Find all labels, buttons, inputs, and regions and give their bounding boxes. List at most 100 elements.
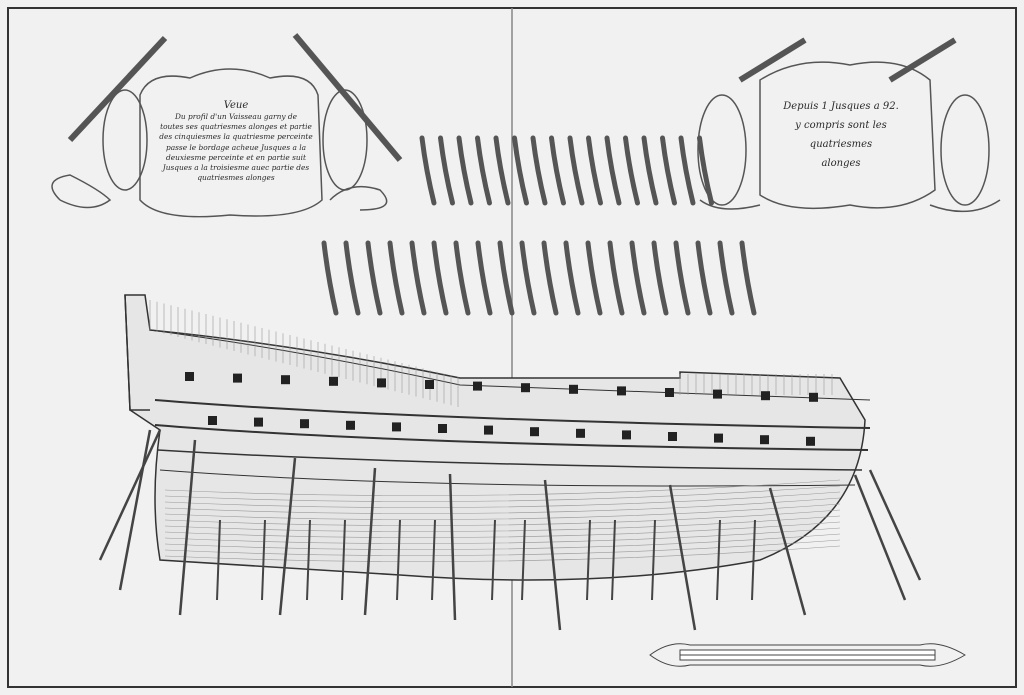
rib-timber: [604, 135, 622, 206]
gun-port: [576, 428, 585, 438]
gun-port: [300, 419, 309, 429]
shore-post: [668, 484, 697, 631]
shore-post: [491, 519, 496, 601]
cartouche-line: toutes ses quatriesmes alonges et partie: [160, 122, 312, 132]
gun-port: [281, 375, 290, 385]
rib-timber: [512, 135, 529, 206]
shore-post: [118, 429, 152, 591]
gun-port: [617, 386, 626, 396]
rib-timber: [419, 135, 437, 206]
gun-port: [484, 425, 493, 435]
cartouche-line: passe le bordage acheue Jusques a la: [165, 142, 307, 152]
gun-port: [346, 420, 355, 430]
hull-strake: [164, 503, 841, 520]
hull-strake: [164, 539, 841, 556]
rib-timber: [695, 240, 713, 316]
gun-port: [760, 435, 769, 445]
rib-timber: [530, 135, 548, 206]
gun-port: [377, 378, 386, 388]
shore-post: [521, 519, 526, 601]
shore-post: [431, 519, 436, 601]
shore-post: [586, 519, 591, 601]
cartouche-line: quatriesmes alonges: [197, 173, 275, 183]
rib-timber: [585, 240, 603, 316]
shore-post: [216, 519, 221, 601]
shore-post: [543, 479, 562, 631]
rib-timber: [717, 240, 735, 316]
gun-port: [569, 384, 578, 394]
shore-post: [178, 439, 197, 616]
shoring-posts: [98, 429, 922, 631]
gun-ports: [185, 372, 818, 446]
rib-timber: [739, 240, 757, 316]
gun-port: [665, 388, 674, 397]
rib-timber: [697, 135, 714, 206]
gun-port: [714, 433, 723, 443]
left-cartouche-frame: [51, 33, 403, 218]
hull-strake: [164, 509, 841, 526]
hull-strake: [164, 491, 841, 508]
shore-post: [716, 519, 721, 601]
shore-post: [396, 519, 401, 601]
left-cartouche-text: Veue Du profil d'un Vaisseau garny de to…: [146, 100, 326, 183]
rib-timber: [475, 135, 492, 206]
rib-timber: [607, 240, 625, 316]
hull-planking: [149, 300, 841, 562]
rib-timber: [623, 135, 640, 206]
rib-timber: [563, 240, 581, 316]
shore-post: [306, 519, 311, 601]
rib-timber: [365, 240, 383, 316]
rib-timber: [629, 240, 647, 316]
hull-strake: [164, 521, 841, 538]
rib-timber: [321, 240, 339, 316]
cartouche-line: Depuis 1 Jusques a 92.: [783, 101, 899, 112]
gun-port: [809, 392, 818, 402]
shore-post: [448, 473, 457, 621]
cartouche-line: Du profil d'un Vaisseau garny de: [175, 112, 297, 121]
gun-port: [254, 417, 263, 427]
gun-port: [233, 373, 242, 383]
cartouche-title: Veue: [223, 100, 249, 111]
shore-post: [341, 519, 346, 601]
shore-post: [278, 457, 297, 616]
gun-port: [329, 376, 338, 386]
rib-timber: [456, 135, 474, 206]
gun-port: [806, 436, 815, 446]
cartouche-line: Jusques a la troisiesme auec partie des: [162, 163, 310, 173]
rib-timber: [678, 135, 696, 206]
hull-strake: [164, 485, 841, 502]
shore-post: [768, 487, 807, 616]
hull-strake: [164, 533, 841, 550]
rib-timber: [541, 240, 559, 316]
rib-timber: [549, 135, 566, 206]
rib-timber: [641, 135, 659, 206]
rib-row-lower: [321, 240, 757, 316]
shore-post: [868, 469, 922, 581]
gun-port: [761, 391, 770, 401]
shore-post: [853, 474, 907, 601]
rib-timber: [409, 240, 427, 316]
shore-post: [651, 519, 656, 601]
cartouche-line: alonges: [821, 158, 861, 169]
gun-port: [185, 372, 194, 381]
hull-strake: [164, 479, 841, 496]
right-cartouche-text: Depuis 1 Jusques a 92. y compris sont le…: [776, 97, 906, 173]
hull-strake: [164, 527, 841, 544]
cartouche-line: quatriesmes: [809, 139, 873, 150]
shore-post: [261, 519, 266, 601]
cartouche-line: deuxiesme perceinte et en partie suit: [165, 152, 307, 162]
scale-bar: [649, 643, 966, 667]
rib-timber: [673, 240, 691, 316]
gun-port: [622, 430, 631, 440]
hull-strake: [164, 497, 841, 514]
rib-timber: [431, 240, 449, 316]
rib-timber: [660, 135, 677, 206]
right-cartouche-frame: [697, 37, 1001, 213]
gun-port: [530, 427, 539, 437]
rib-timber: [475, 240, 493, 316]
hull-strake: [164, 515, 841, 532]
gun-port: [208, 416, 217, 425]
rib-timber: [387, 240, 405, 316]
